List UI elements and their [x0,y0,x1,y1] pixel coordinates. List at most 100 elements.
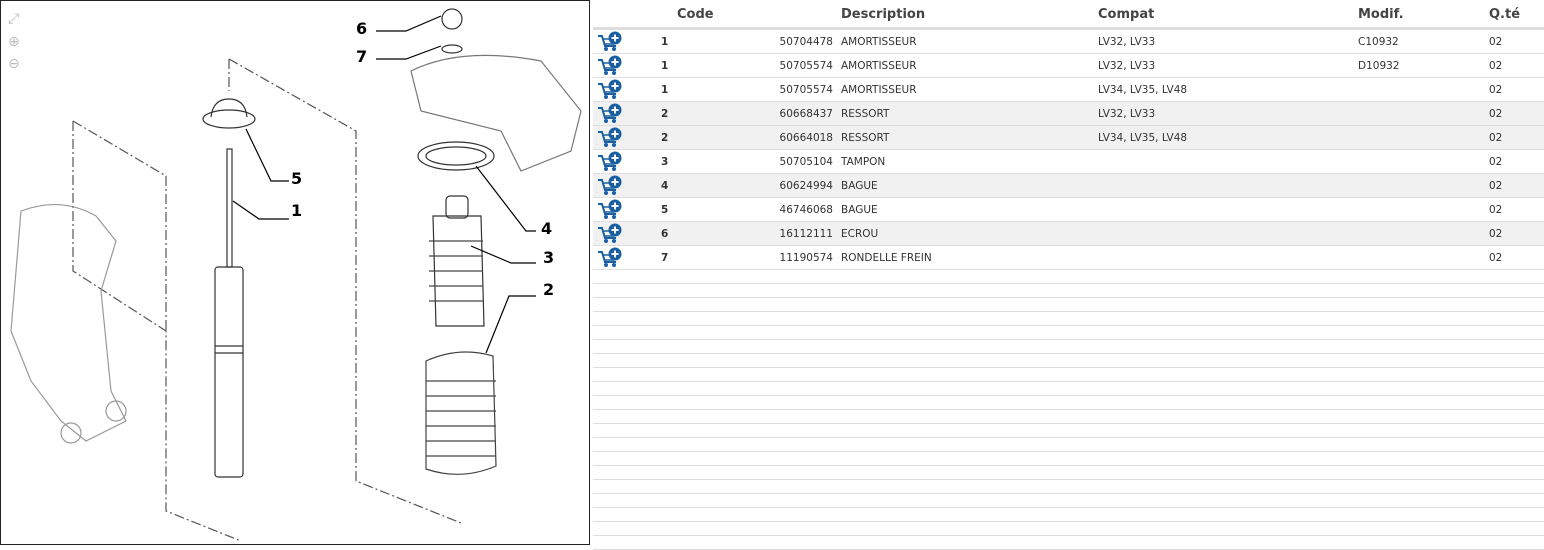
part-code: 11190574 [779,252,833,264]
part-qty: 02 [1489,156,1503,168]
part-compat: LV32, LV33 [1098,60,1156,72]
zoom-in-icon[interactable]: ⊕ [8,34,20,50]
item-number: 4 [661,180,669,192]
part-description: ECROU [841,228,879,240]
add-to-cart-icon[interactable] [597,79,623,100]
empty-row [593,480,1544,494]
add-to-cart-icon[interactable] [597,127,623,148]
empty-row [593,270,1544,284]
empty-row [593,452,1544,466]
item-number: 2 [661,108,669,120]
empty-row [593,536,1544,550]
empty-row [593,312,1544,326]
part-qty: 02 [1489,132,1503,144]
empty-row [593,424,1544,438]
empty-row [593,354,1544,368]
item-number: 5 [661,204,669,216]
part-description: BAGUE [841,204,878,216]
table-row[interactable]: 3 50705104 TAMPON 02 [593,150,1544,174]
part-qty: 02 [1489,228,1503,240]
table-row[interactable]: 6 16112111 ECROU 02 [593,222,1544,246]
header-compat[interactable]: Compat [1098,7,1155,22]
add-to-cart-icon[interactable] [597,31,623,52]
item-number: 3 [661,156,669,168]
empty-row [593,508,1544,522]
part-qty: 02 [1489,252,1503,264]
part-modif: C10932 [1358,36,1399,48]
add-to-cart-icon[interactable] [597,199,623,220]
item-number: 1 [661,84,669,96]
empty-row [593,522,1544,536]
item-number: 7 [661,252,669,264]
empty-row [593,438,1544,452]
empty-row [593,466,1544,480]
fit-icon[interactable]: ⤢ [8,11,20,27]
callout-3[interactable]: 3 [543,248,555,267]
item-number: 6 [661,228,669,240]
table-header: Code Description Compat Modif. Q.té [593,0,1544,30]
part-modif: D10932 [1358,60,1400,72]
part-qty: 02 [1489,204,1503,216]
empty-row [593,368,1544,382]
add-to-cart-icon[interactable] [597,247,623,268]
part-description: AMORTISSEUR [841,84,917,96]
header-description[interactable]: Description [841,7,926,22]
item-number: 2 [661,132,669,144]
part-code: 16112111 [779,228,833,240]
callout-1[interactable]: 1 [291,201,303,220]
empty-row [593,298,1544,312]
add-to-cart-icon[interactable] [597,55,623,76]
part-description: BAGUE [841,180,878,192]
empty-row [593,410,1544,424]
item-number: 1 [661,36,669,48]
callout-5[interactable]: 5 [291,169,303,188]
part-compat: LV34, LV35, LV48 [1098,84,1188,96]
add-to-cart-icon[interactable] [597,223,623,244]
header-modif[interactable]: Modif. [1358,7,1404,22]
part-code: 46746068 [779,204,833,216]
add-to-cart-icon[interactable] [597,175,623,196]
part-qty: 02 [1489,180,1503,192]
part-qty: 02 [1489,108,1503,120]
part-qty: 02 [1489,84,1503,96]
parts-table: Code Description Compat Modif. Q.té 1 50… [593,0,1544,550]
callout-4[interactable]: 4 [541,219,553,238]
header-code[interactable]: Code [677,7,714,22]
table-row[interactable]: 7 11190574 RONDELLE FREIN 02 [593,246,1544,270]
table-row[interactable]: 1 50704478 AMORTISSEUR LV32, LV33 C10932… [593,30,1544,54]
callout-6[interactable]: 6 [356,19,368,38]
table-row[interactable]: 4 60624994 BAGUE 02 [593,174,1544,198]
part-description: AMORTISSEUR [841,60,917,72]
part-description: RESSORT [841,132,890,144]
part-code: 60664018 [779,132,833,144]
header-qty[interactable]: Q.té [1489,7,1521,22]
item-number: 1 [661,60,669,72]
exploded-parts-diagram[interactable]: ⤢ ⊕ ⊖ 1 2 3 4 5 6 7 [0,0,590,545]
part-qty: 02 [1489,36,1503,48]
zoom-out-icon[interactable]: ⊖ [8,56,20,72]
table-row[interactable]: 2 60668437 RESSORT LV32, LV33 02 [593,102,1544,126]
empty-row [593,284,1544,298]
part-code: 50705574 [779,60,833,72]
table-row[interactable]: 2 60664018 RESSORT LV34, LV35, LV48 02 [593,126,1544,150]
callout-7[interactable]: 7 [356,47,368,66]
part-description: RONDELLE FREIN [841,252,932,264]
add-to-cart-icon[interactable] [597,151,623,172]
part-description: RESSORT [841,108,890,120]
empty-row [593,396,1544,410]
callout-2[interactable]: 2 [543,280,555,299]
part-code: 50705104 [779,156,833,168]
empty-row [593,494,1544,508]
table-row[interactable]: 1 50705574 AMORTISSEUR LV34, LV35, LV48 … [593,78,1544,102]
part-compat: LV32, LV33 [1098,36,1156,48]
add-to-cart-icon[interactable] [597,103,623,124]
table-row[interactable]: 5 46746068 BAGUE 02 [593,198,1544,222]
diagram-drawing [10,8,582,542]
part-code: 60668437 [779,108,833,120]
empty-row [593,340,1544,354]
table-row[interactable]: 1 50705574 AMORTISSEUR LV32, LV33 D10932… [593,54,1544,78]
part-description: AMORTISSEUR [841,36,917,48]
part-compat: LV34, LV35, LV48 [1098,132,1188,144]
part-code: 60624994 [779,180,833,192]
empty-row [593,326,1544,340]
